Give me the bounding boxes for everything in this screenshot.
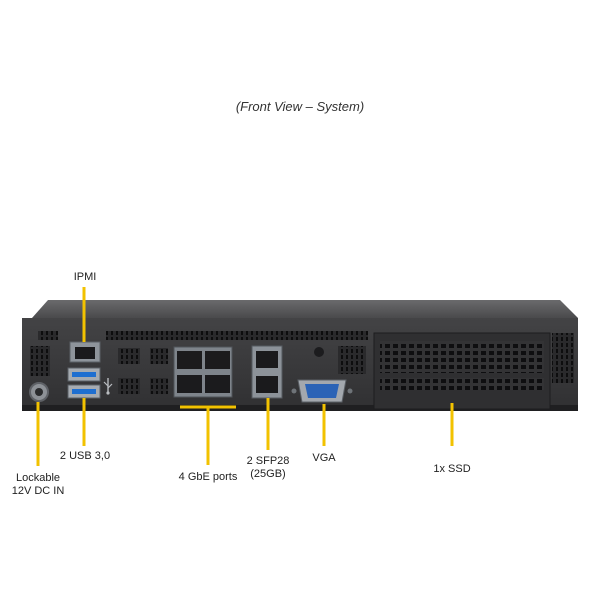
left-side-vent — [30, 346, 50, 376]
sfp28-port-1[interactable] — [256, 351, 278, 368]
label-sfp-line2: (25GB) — [250, 468, 286, 480]
usb-port-2-tongue — [72, 389, 96, 394]
label-usb: 2 USB 3,0 — [59, 450, 111, 462]
label-power-line1: Lockable — [15, 472, 61, 484]
ssd-bay-lower-vent — [380, 378, 544, 390]
usb-symbol-icon — [103, 378, 113, 395]
usb-port-1-tongue — [72, 372, 96, 377]
gbe-port-2[interactable] — [205, 351, 230, 369]
gbe-port-group — [173, 346, 233, 398]
top-vent-strip — [106, 331, 368, 340]
label-vga: VGA — [312, 452, 336, 464]
left-top-vent — [38, 331, 58, 340]
label-ipmi: IPMI — [73, 271, 97, 283]
callout-lines — [36, 287, 454, 466]
vent-block-b — [118, 378, 140, 394]
label-sfp-line1: 2 SFP28 — [246, 455, 290, 467]
ipmi-port-socket — [75, 347, 95, 359]
gbe-port-4[interactable] — [205, 375, 230, 393]
sfp28-port-2[interactable] — [256, 376, 278, 393]
chassis-top-bevel — [32, 300, 578, 318]
sfp28-port-group — [251, 345, 283, 399]
gbe-port-1[interactable] — [177, 351, 202, 369]
vent-block-c — [150, 348, 168, 364]
mount-hole — [314, 347, 324, 357]
right-side-vent — [552, 333, 574, 383]
chassis-bottom-edge — [22, 405, 578, 411]
label-gbe: 4 GbE ports — [178, 471, 238, 483]
vent-block-d — [150, 378, 168, 394]
label-power-line2: 12V DC IN — [11, 485, 65, 497]
vent-block-e — [338, 346, 366, 374]
vga-port[interactable] — [291, 379, 353, 403]
label-ssd: 1x SSD — [433, 463, 471, 475]
ssd-bay-upper-vent — [380, 341, 544, 373]
gbe-port-3[interactable] — [177, 375, 202, 393]
figure-caption: (Front View – System) — [235, 99, 365, 114]
dc-power-jack-center — [35, 388, 43, 396]
vent-block-a — [118, 348, 140, 364]
